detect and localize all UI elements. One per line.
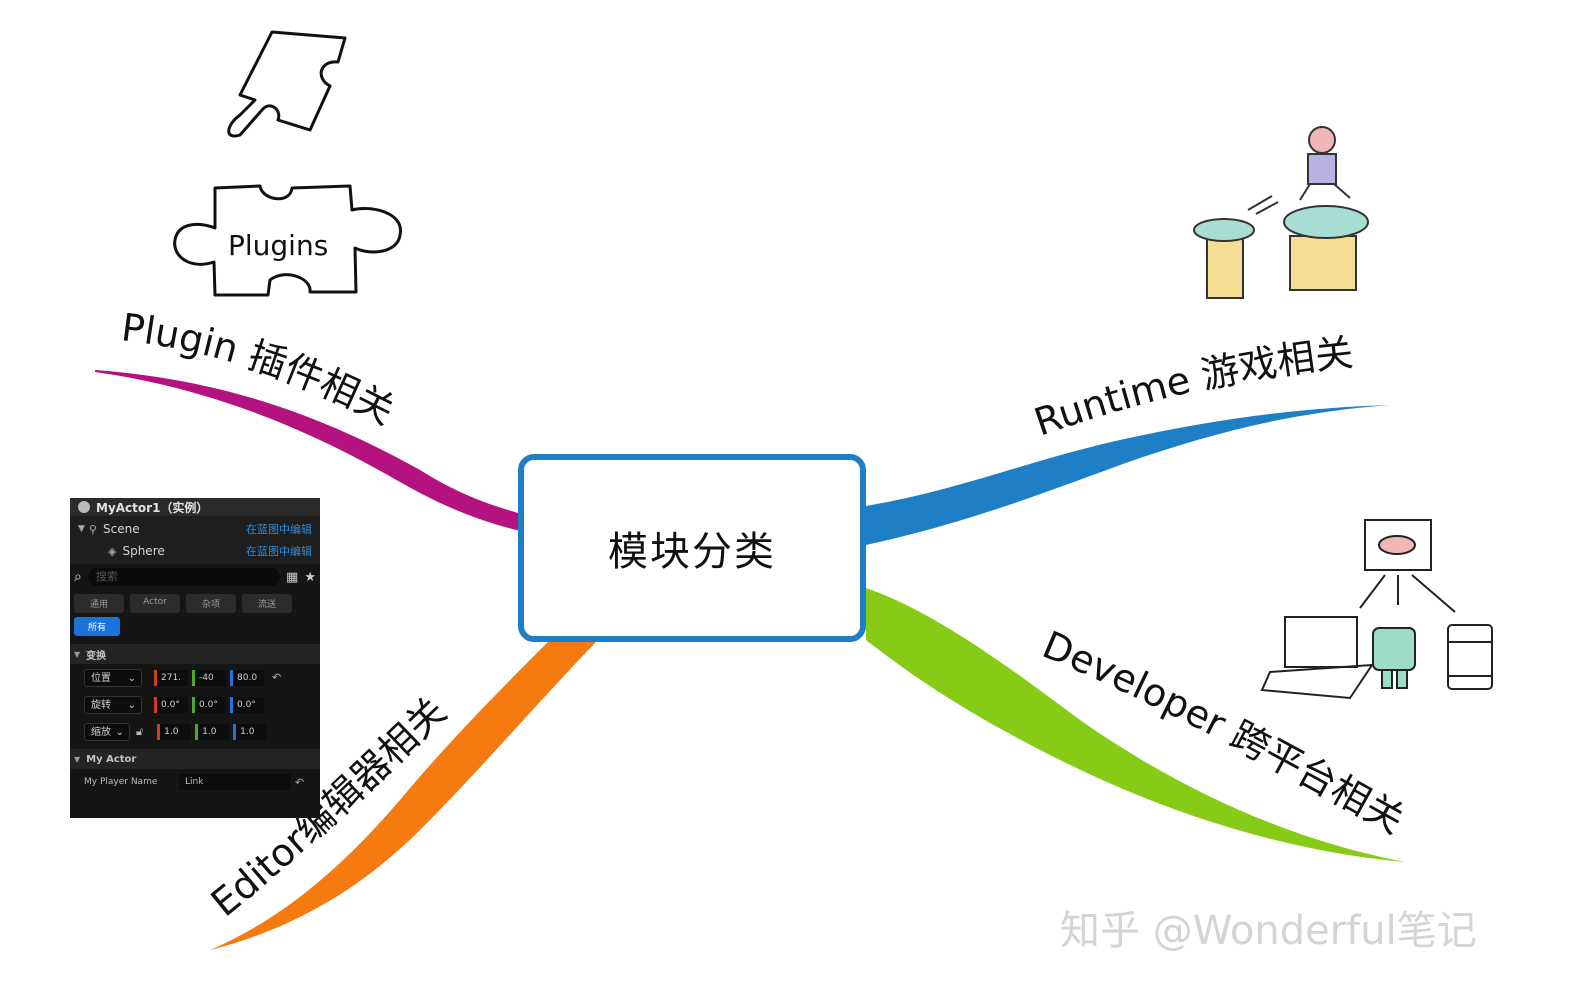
scene-component-icon: ⚲ bbox=[88, 522, 97, 536]
location-y-field[interactable]: -40 bbox=[192, 669, 226, 686]
rotation-z-field[interactable]: 0.0° bbox=[230, 696, 264, 713]
reset-icon[interactable]: ↶ bbox=[272, 671, 282, 684]
dropdown-label: 旋转 bbox=[91, 699, 111, 711]
transform-section-header[interactable]: ▼ 变换 bbox=[70, 644, 320, 664]
actor-icon bbox=[78, 501, 90, 513]
chevron-down-icon: ⌄ bbox=[127, 672, 136, 684]
watermark: 知乎 @Wonderful笔记 bbox=[1060, 908, 1477, 954]
collapse-caret-icon[interactable]: ▼ bbox=[74, 649, 81, 659]
chevron-down-icon: ⌄ bbox=[115, 726, 124, 738]
edit-in-blueprint-link[interactable]: 在蓝图中编辑 bbox=[246, 523, 312, 536]
location-mode-dropdown[interactable]: 位置 ⌄ bbox=[84, 668, 142, 687]
tree-row-sphere[interactable]: ◈ Sphere 在蓝图中编辑 bbox=[70, 540, 320, 562]
tab-general[interactable]: 通用 bbox=[74, 594, 124, 613]
category-tabs: 通用 Actor 杂项 流送 bbox=[70, 590, 320, 617]
property-label: My Player Name bbox=[84, 777, 158, 787]
tree-item-label: Scene bbox=[102, 522, 140, 536]
editor-details-panel: MyActor1（实例） ▼ ⚲ Scene 在蓝图中编辑 ◈ Sphere 在… bbox=[70, 498, 320, 818]
search-icon: ⌕ bbox=[74, 569, 82, 585]
puzzle-piece-icon bbox=[173, 30, 402, 297]
rotation-y-field[interactable]: 0.0° bbox=[192, 696, 226, 713]
location-z-field[interactable]: 80.0 bbox=[230, 669, 264, 686]
central-topic-node[interactable]: 模块分类 bbox=[518, 454, 866, 642]
player-name-input[interactable]: Link bbox=[179, 774, 291, 790]
branch-developer-curve bbox=[866, 588, 1405, 862]
section-title: 变换 bbox=[86, 650, 107, 662]
edit-in-blueprint-link[interactable]: 在蓝图中编辑 bbox=[246, 545, 312, 558]
reset-icon[interactable]: ↶ bbox=[295, 775, 305, 789]
platformer-game-character-icon bbox=[1193, 126, 1369, 299]
tab-all[interactable]: 所有 bbox=[74, 617, 120, 636]
details-search-bar: ⌕ 搜索 ▦ ★ bbox=[70, 564, 320, 590]
panel-title: MyActor1（实例） bbox=[96, 500, 209, 515]
scale-mode-dropdown[interactable]: 缩放 ⌄ bbox=[84, 722, 130, 741]
tree-item-label: Sphere bbox=[122, 544, 165, 558]
location-row: 位置 ⌄ 271. -40 80.0 ↶ bbox=[70, 664, 320, 691]
chevron-down-icon: ⌄ bbox=[127, 699, 136, 711]
central-topic-label: 模块分类 bbox=[608, 529, 776, 575]
cross-platform-devices-icon bbox=[1260, 519, 1493, 700]
scale-x-field[interactable]: 1.0 bbox=[157, 723, 192, 740]
rotation-mode-dropdown[interactable]: 旋转 ⌄ bbox=[84, 695, 142, 714]
tab-misc[interactable]: 杂项 bbox=[186, 594, 236, 613]
section-title: My Actor bbox=[86, 753, 137, 765]
scale-row: 缩放 ⌄ 🔓︎ 1.0 1.0 1.0 bbox=[70, 718, 320, 745]
scale-z-field[interactable]: 1.0 bbox=[233, 723, 268, 740]
tab-actor[interactable]: Actor bbox=[130, 594, 180, 613]
collapse-caret-icon[interactable]: ▼ bbox=[74, 754, 81, 764]
sphere-component-icon: ◈ bbox=[108, 544, 117, 558]
tree-row-scene[interactable]: ▼ ⚲ Scene 在蓝图中编辑 bbox=[70, 518, 320, 540]
player-name-property: My Player Name Link ↶ bbox=[70, 769, 320, 795]
location-x-field[interactable]: 271. bbox=[154, 669, 188, 686]
branch-runtime-curve bbox=[866, 405, 1390, 545]
scale-y-field[interactable]: 1.0 bbox=[195, 723, 230, 740]
grid-view-icon[interactable]: ▦ bbox=[286, 569, 299, 585]
rotation-x-field[interactable]: 0.0° bbox=[154, 696, 188, 713]
search-input[interactable]: 搜索 bbox=[87, 568, 281, 586]
collapse-caret-icon[interactable]: ▼ bbox=[78, 524, 85, 534]
tab-streaming[interactable]: 流送 bbox=[242, 594, 292, 613]
category-tabs-row2: 所有 bbox=[70, 617, 320, 640]
lock-icon[interactable]: 🔓︎ bbox=[136, 724, 144, 738]
branch-plugin-curve bbox=[95, 370, 525, 532]
component-tree: ▼ ⚲ Scene 在蓝图中编辑 ◈ Sphere 在蓝图中编辑 bbox=[70, 516, 320, 564]
my-actor-section-header[interactable]: ▼ My Actor bbox=[70, 749, 320, 769]
dropdown-label: 缩放 bbox=[91, 726, 111, 738]
star-icon[interactable]: ★ bbox=[304, 569, 316, 585]
branch-editor-curve bbox=[210, 642, 596, 950]
plugins-sketch-label: Plugins bbox=[228, 229, 328, 262]
dropdown-label: 位置 bbox=[91, 672, 111, 684]
panel-title-bar: MyActor1（实例） bbox=[70, 498, 320, 516]
rotation-row: 旋转 ⌄ 0.0° 0.0° 0.0° bbox=[70, 691, 320, 718]
